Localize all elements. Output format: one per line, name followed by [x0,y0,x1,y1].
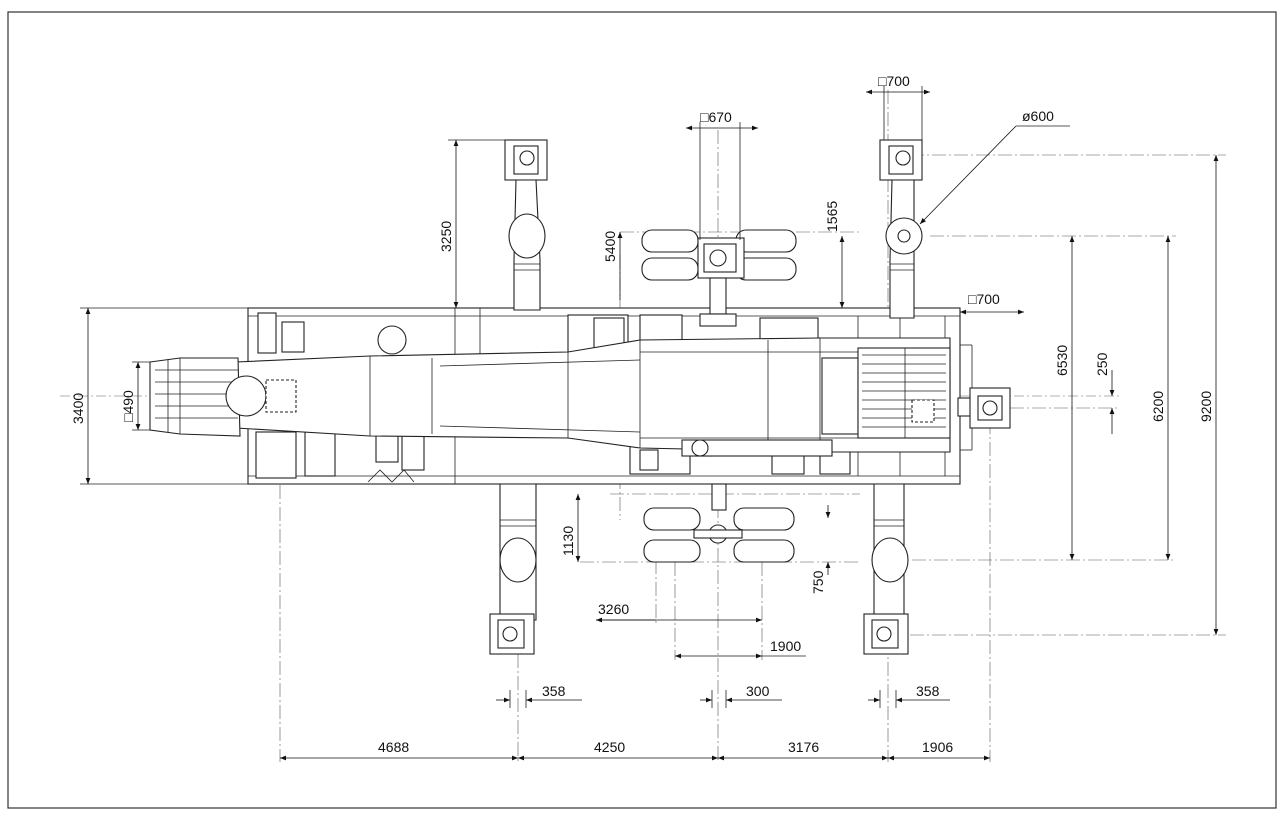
label-1900: 1900 [770,638,801,654]
outrigger-rear-lower [863,483,909,655]
center-support-lower [643,483,795,563]
label-9200: 9200 [1198,391,1214,422]
outrigger-front-end [957,387,1011,429]
label-1906: 1906 [922,739,953,755]
label-6200: 6200 [1150,391,1166,422]
outrigger-rear-upper [879,139,923,319]
boom-head [149,357,297,437]
label-sq-490: □490 [120,390,136,422]
label-3400: 3400 [70,393,86,424]
label-sq-670: □670 [700,109,732,125]
center-support-upper [641,229,797,327]
dimension-lines [80,86,1219,761]
label-1565: 1565 [824,201,840,232]
label-sq-700-right: □700 [968,291,1000,307]
outrigger-front-lower [489,483,537,655]
label-358-left: 358 [542,683,566,699]
label-3176: 3176 [788,739,819,755]
outrigger-front-upper [504,139,548,311]
label-4250: 4250 [594,739,625,755]
label-dia-600: ø600 [1022,108,1054,124]
label-5400: 5400 [602,231,618,262]
label-4688: 4688 [378,739,409,755]
label-300: 300 [746,683,770,699]
label-250: 250 [1094,352,1110,376]
label-750: 750 [810,570,826,594]
label-sq-700-top: □700 [878,73,910,89]
label-358-right: 358 [916,683,940,699]
label-1130: 1130 [560,526,576,556]
label-3260: 3260 [598,601,629,617]
label-6530: 6530 [1054,345,1070,376]
drawing-frame [7,11,1277,809]
label-3250: 3250 [438,221,454,252]
telescopic-boom [235,337,951,457]
dimension-labels: □700 □670 ø600 3250 1565 5400 □700 6530 … [70,73,1214,755]
